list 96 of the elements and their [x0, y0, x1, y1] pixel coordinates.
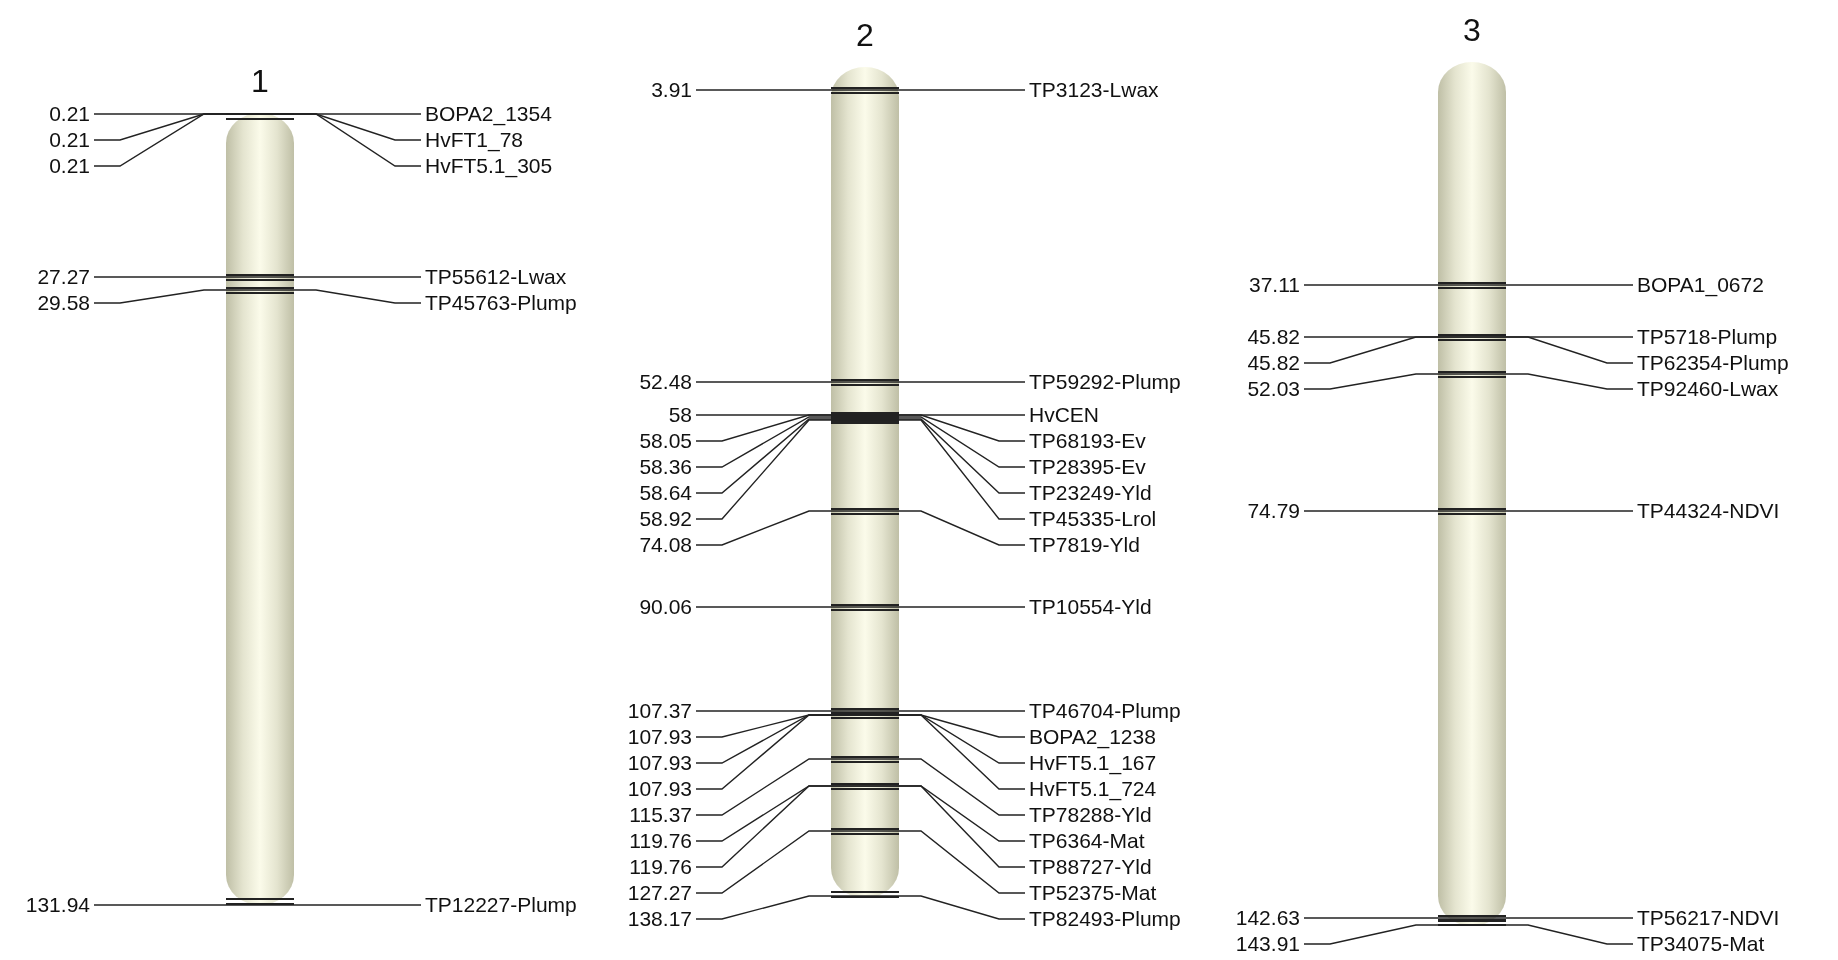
position-label: 115.37	[602, 803, 692, 827]
leader-line	[695, 895, 1026, 920]
position-label: 58.36	[602, 455, 692, 479]
marker-label: TP23249-Yld	[1029, 481, 1152, 505]
position-label: 131.94	[0, 893, 90, 917]
marker-label: TP12227-Plump	[425, 893, 577, 917]
leader-line	[695, 510, 1026, 546]
position-label: 119.76	[602, 829, 692, 853]
marker-label: TP59292-Plump	[1029, 370, 1181, 394]
position-label: 58.05	[602, 429, 692, 453]
marker-label: TP34075-Mat	[1637, 932, 1765, 956]
marker-label: HvCEN	[1029, 403, 1099, 427]
marker-label: TP78288-Yld	[1029, 803, 1152, 827]
marker-label: TP3123-Lwax	[1029, 78, 1159, 102]
marker-label: TP55612-Lwax	[425, 265, 567, 289]
marker-label: TP92460-Lwax	[1637, 377, 1779, 401]
marker-label: TP45335-Lrol	[1029, 507, 1157, 531]
chromosome-number: 1	[250, 63, 270, 99]
leader-line	[695, 714, 1026, 790]
position-label: 52.48	[602, 370, 692, 394]
leader-line	[1303, 917, 1634, 919]
leader-line	[695, 714, 1026, 738]
position-label: 127.27	[602, 881, 692, 905]
position-label: 0.21	[0, 154, 90, 178]
leader-line	[93, 113, 422, 167]
position-label: 0.21	[0, 102, 90, 126]
leader-line	[1303, 336, 1634, 364]
position-label: 74.79	[1210, 499, 1300, 523]
leader-line	[93, 113, 422, 115]
chromosome-number: 3	[1462, 12, 1482, 48]
marker-label: TP45763-Plump	[425, 291, 577, 315]
position-label: 90.06	[602, 595, 692, 619]
marker-label: TP44324-NDVI	[1637, 499, 1780, 523]
leader-line	[695, 830, 1026, 894]
position-label: 29.58	[0, 291, 90, 315]
marker-label: HvFT5.1_167	[1029, 751, 1157, 775]
position-label: 58.64	[602, 481, 692, 505]
leader-line	[695, 414, 1026, 416]
leader-line	[695, 381, 1026, 383]
marker-label: BOPA2_1238	[1029, 725, 1156, 749]
marker-label: TP68193-Ev	[1029, 429, 1146, 453]
position-label: 143.91	[1210, 932, 1300, 956]
leader-line	[695, 710, 1026, 712]
leader-line	[695, 714, 1026, 764]
leader-line	[695, 418, 1026, 494]
leader-line	[695, 419, 1026, 520]
marker-label: TP62354-Plump	[1637, 351, 1789, 375]
position-label: 58.92	[602, 507, 692, 531]
leader-line	[1303, 284, 1634, 286]
marker-label: HvFT5.1_724	[1029, 777, 1157, 801]
leader-line	[695, 758, 1026, 816]
leader-line	[695, 785, 1026, 842]
position-label: 74.08	[602, 533, 692, 557]
position-label: 45.82	[1210, 351, 1300, 375]
position-label: 107.93	[602, 751, 692, 775]
leader-line	[695, 416, 1026, 468]
leader-line	[93, 289, 422, 304]
position-label: 37.11	[1210, 273, 1300, 297]
marker-label: HvFT1_78	[425, 128, 524, 152]
marker-label: TP52375-Mat	[1029, 881, 1157, 905]
marker-label: TP5718-Plump	[1637, 325, 1778, 349]
marker-label: TP56217-NDVI	[1637, 906, 1780, 930]
marker-label: BOPA2_1354	[425, 102, 552, 126]
leader-line	[1303, 373, 1634, 390]
marker-label: TP46704-Plump	[1029, 699, 1181, 723]
position-label: 142.63	[1210, 906, 1300, 930]
leader-line	[1303, 336, 1634, 338]
leader-line	[695, 89, 1026, 91]
leader-line	[1303, 510, 1634, 512]
position-label: 45.82	[1210, 325, 1300, 349]
leader-line	[695, 414, 1026, 442]
position-label: 27.27	[0, 265, 90, 289]
marker-label: BOPA1_0672	[1637, 273, 1764, 297]
leader-line	[93, 904, 422, 906]
chromosome-number: 2	[855, 17, 875, 53]
position-label: 58	[602, 403, 692, 427]
leader-line	[695, 785, 1026, 868]
marker-label: TP88727-Yld	[1029, 855, 1152, 879]
marker-label: HvFT5.1_305	[425, 154, 553, 178]
position-label: 119.76	[602, 855, 692, 879]
marker-label: TP28395-Ev	[1029, 455, 1146, 479]
leader-line	[695, 606, 1026, 608]
position-label: 52.03	[1210, 377, 1300, 401]
position-label: 107.93	[602, 777, 692, 801]
marker-label: TP7819-Yld	[1029, 533, 1140, 557]
leader-line	[1303, 924, 1634, 945]
leader-line	[93, 276, 422, 278]
position-label: 107.37	[602, 699, 692, 723]
position-label: 0.21	[0, 128, 90, 152]
marker-label: TP10554-Yld	[1029, 595, 1152, 619]
position-label: 138.17	[602, 907, 692, 931]
leader-line	[93, 113, 422, 141]
marker-label: TP82493-Plump	[1029, 907, 1181, 931]
position-label: 107.93	[602, 725, 692, 749]
marker-label: TP6364-Mat	[1029, 829, 1145, 853]
position-label: 3.91	[602, 78, 692, 102]
